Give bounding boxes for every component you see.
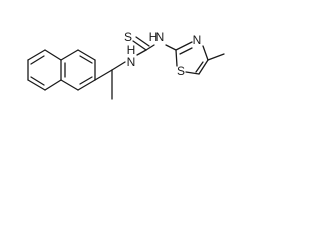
thione-double-bond <box>135 36 150 47</box>
nh-left-h-label: H <box>127 43 136 57</box>
chiral-ch-group <box>94 61 126 100</box>
nh-left-n-label: N <box>127 55 136 69</box>
double-bond-inner <box>79 55 93 64</box>
molecule-structure: S H N H N N S <box>27 30 225 100</box>
thione-sulfur-label: S <box>124 30 132 44</box>
bond <box>44 79 62 91</box>
bond <box>60 49 79 61</box>
nh-right-n-label: N <box>156 30 165 44</box>
double-bond-inner <box>179 47 193 55</box>
bond <box>198 59 209 75</box>
atom-labels: S H N H N N S <box>124 30 201 78</box>
bond <box>111 61 126 71</box>
thiourea-group <box>132 36 177 56</box>
double-bond-inner <box>79 76 93 85</box>
bond <box>94 69 113 81</box>
thiazole-sulfur-label: S <box>177 64 185 78</box>
nh-right-h-label: H <box>149 30 158 44</box>
thiazole-ring <box>175 41 225 75</box>
bond <box>175 49 178 67</box>
bond <box>185 71 200 75</box>
double-bond-inner <box>30 76 45 86</box>
double-bond-inner <box>30 55 45 65</box>
double-bond-inner <box>195 61 204 73</box>
bond <box>202 45 209 61</box>
bond <box>60 79 79 91</box>
bond <box>27 79 46 91</box>
methyl-bond <box>207 53 225 61</box>
bond <box>77 49 96 61</box>
naphthalene-right-ring <box>60 49 96 91</box>
thione-double-bond <box>132 40 147 51</box>
naphthalene-left-ring <box>27 49 62 91</box>
bond <box>77 79 96 91</box>
bond <box>136 49 147 56</box>
bond <box>44 49 62 61</box>
bond <box>165 44 177 51</box>
bond <box>27 49 46 61</box>
thiazole-nitrogen-label: N <box>193 33 202 47</box>
bond <box>145 44 155 51</box>
bond <box>175 41 193 51</box>
